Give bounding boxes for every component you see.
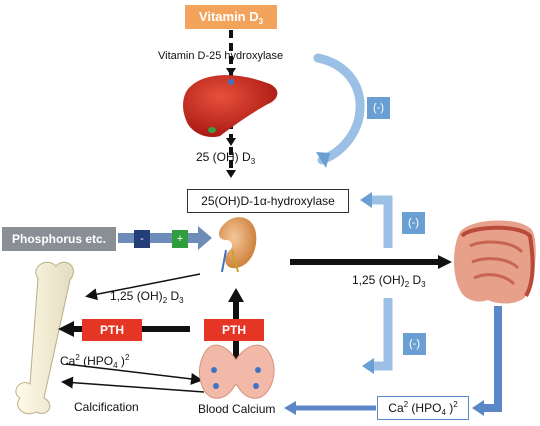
feedback-arrowhead-lower xyxy=(362,358,374,374)
plus-sign-box: + xyxy=(172,230,188,248)
intestine-icon xyxy=(454,220,536,304)
1a-hydroxylase-label: 25(OH)D-1α-hydroxylase xyxy=(201,194,335,208)
intestine-to-calcium-path xyxy=(480,306,502,412)
ca-hpo4-box-right: Ca2 (HPO4 )2 xyxy=(377,396,469,420)
arrowhead-to-enzyme xyxy=(226,170,236,178)
phosphorus-label: Phosphorus etc. xyxy=(11,232,106,246)
calcification-label: Calcification xyxy=(74,400,139,414)
blood-to-bone-arrow xyxy=(61,376,205,393)
vitamin-d3-box: Vitamin D3 xyxy=(185,5,277,29)
arrowhead-to-liver xyxy=(226,68,236,76)
calcitriol-label-left: 1,25 (OH)2 D3 xyxy=(110,289,184,305)
feedback-arrowhead-middle xyxy=(360,192,372,208)
vitamin-d3-subscript: 3 xyxy=(258,17,264,26)
bone-icon xyxy=(15,261,74,415)
bone-to-blood-arrow xyxy=(65,363,203,385)
pth-box-center: PTH xyxy=(204,319,264,341)
arrowhead-to-25ohd3 xyxy=(226,138,236,146)
vitamin-d3-label: Vitamin D xyxy=(198,9,259,24)
kidney-icon xyxy=(218,217,257,273)
feedback-arrow-middle xyxy=(368,195,393,248)
1a-hydroxylase-box: 25(OH)D-1α-hydroxylase xyxy=(187,189,349,213)
calcitriol-to-bone-arrow xyxy=(85,273,201,301)
feedback-inhibit-box-top: (-) xyxy=(367,97,390,119)
liver-icon xyxy=(183,75,278,138)
phosphorus-box: Phosphorus etc. xyxy=(2,227,116,251)
feedback-inhibit-box-lower: (-) xyxy=(403,333,426,355)
phosphorus-arrow-shaft xyxy=(118,233,202,243)
feedback-arrow-top xyxy=(313,53,365,165)
feedback-arrow-lower xyxy=(372,298,393,371)
parathyroid-icon xyxy=(199,344,275,399)
vitamin-d-25-hydroxylase-label: Vitamin D-25 hydroxylase xyxy=(158,50,284,62)
phosphorus-arrowhead xyxy=(198,226,212,250)
calcitriol-label-right: 1,25 (OH)2 D3 xyxy=(352,273,426,289)
feedback-arrowhead-top xyxy=(316,152,330,168)
pth-box-left: PTH xyxy=(82,319,142,341)
minus-sign-box: - xyxy=(134,230,150,248)
blood-calcium-label: Blood Calcium xyxy=(198,402,276,416)
ca-hpo4-label-left: Ca2 (HPO4 )2 xyxy=(60,353,130,370)
pth-to-kidney-arrowhead xyxy=(228,288,244,302)
25-oh-d3-label: 25 (OH) D3 xyxy=(196,150,256,166)
feedback-inhibit-box-middle: (-) xyxy=(402,212,425,234)
